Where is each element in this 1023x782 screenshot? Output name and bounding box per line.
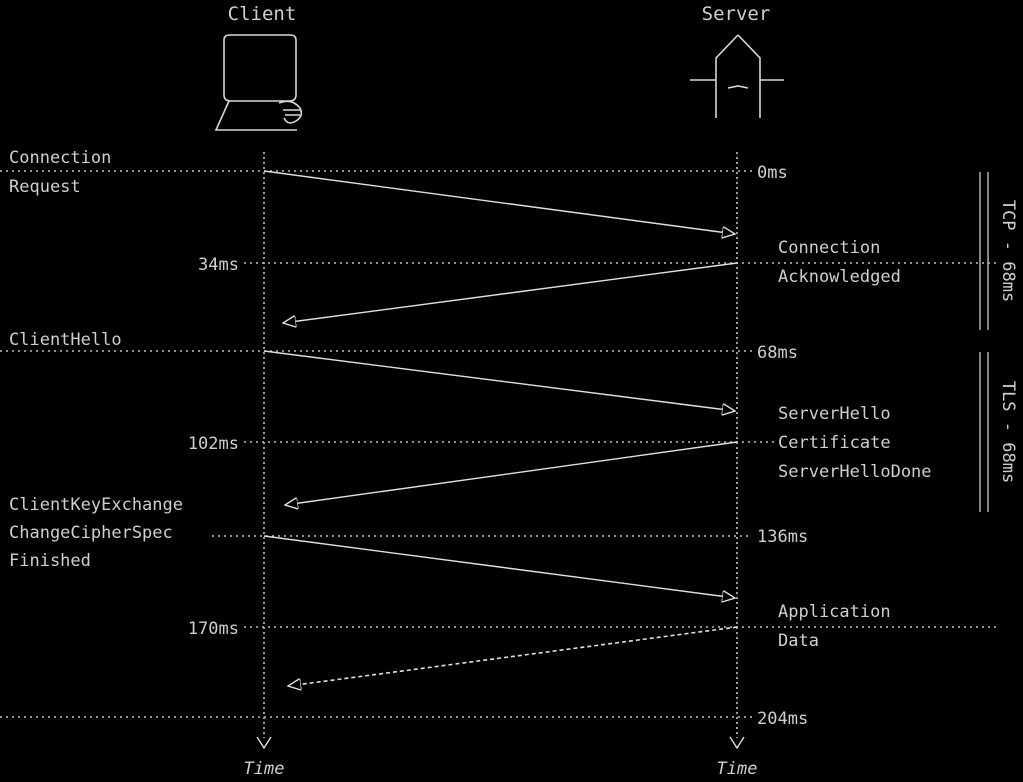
client-hello-label: ClientHello <box>9 330 122 350</box>
timestamp-102ms: 102ms <box>188 434 239 454</box>
server-icon <box>690 34 784 118</box>
connection-ack-label: Connection Acknowledged <box>778 238 901 287</box>
timestamp-204ms: 204ms <box>757 709 808 729</box>
tcp-bracket-label: TCP - 68ms <box>998 200 1018 302</box>
timestamp-136ms: 136ms <box>757 527 808 547</box>
timestamp-170ms: 170ms <box>188 619 239 639</box>
client-time-arrow <box>256 736 272 750</box>
tls-bracket-label: TLS - 68ms <box>998 381 1018 483</box>
connection-request-arrow <box>263 170 735 234</box>
timestamp-0ms: 0ms <box>757 163 788 183</box>
key-exchange-label: ClientKeyExchange ChangeCipherSpec Finis… <box>9 495 193 571</box>
tls-bracket: TLS - 68ms <box>979 352 1018 512</box>
laptop-icon <box>214 34 303 131</box>
application-data-arrow <box>288 626 738 686</box>
server-hello-label: ServerHello Certificate ServerHelloDone <box>778 404 932 482</box>
connection-ack-arrow <box>283 262 738 323</box>
client-title: Client <box>228 3 297 25</box>
server-title: Server <box>702 3 771 25</box>
server-time-label: Time <box>717 759 758 779</box>
timestamp-68ms: 68ms <box>757 343 798 363</box>
connection-request-label: Connection Request <box>9 148 122 197</box>
application-data-label: Application Data <box>778 602 901 651</box>
tcp-bracket: TCP - 68ms <box>979 172 1018 330</box>
server-hello-arrow <box>285 441 738 505</box>
client-time-label: Time <box>244 759 285 779</box>
server-time-arrow <box>729 736 745 750</box>
key-exchange-arrow <box>263 535 735 598</box>
timestamp-34ms: 34ms <box>198 255 239 275</box>
client-hello-arrow <box>263 350 735 411</box>
